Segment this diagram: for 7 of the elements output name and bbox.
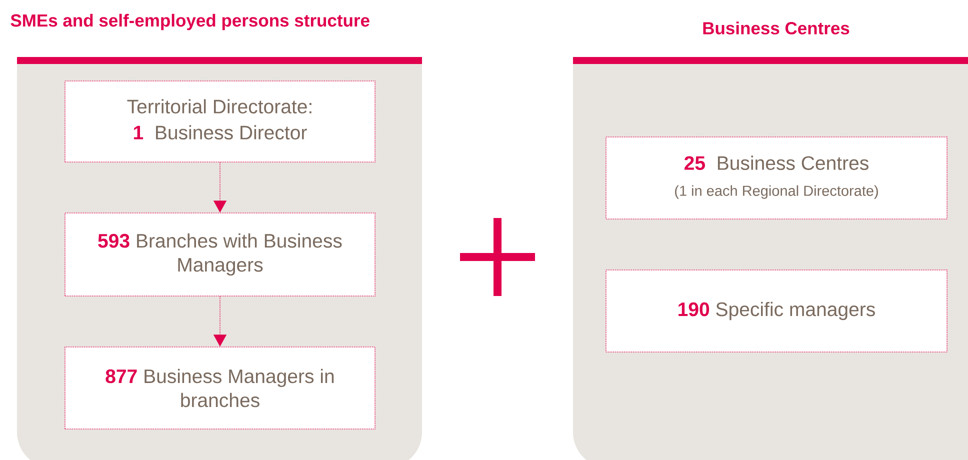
text-box: 190 Specific managers — [606, 270, 948, 352]
panel-title: SMEs and self-employed persons structure — [10, 14, 370, 30]
text-box: Territorial Directorate: 1 Business Director — [64, 80, 376, 162]
text-box: 877 Business Managers in branches — [64, 346, 376, 430]
text-box: 25 Business Centres (1 in each Regional Directorate) — [606, 136, 948, 220]
panel-title: Business Centres — [703, 22, 850, 34]
text-box: 593 Branches with Business Managers — [64, 212, 376, 296]
